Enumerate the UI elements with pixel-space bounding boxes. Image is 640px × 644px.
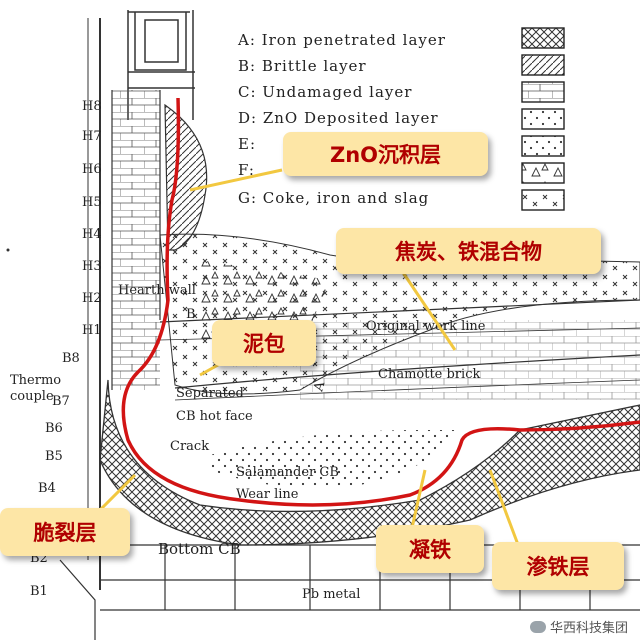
height-label: B8 (62, 351, 80, 366)
legend-swatch-brick (521, 81, 565, 103)
callout-zno-deposited: ZnO沉积层 (283, 132, 488, 176)
callout-solid-iron: 凝铁 (376, 525, 484, 573)
height-label: H1 (82, 323, 102, 338)
label-separated: Separated (176, 386, 244, 401)
height-label: H8 (82, 99, 102, 114)
label-bottom-cb: Bottom CB (158, 540, 241, 558)
legend-item-b: B: Brittle layer (238, 57, 367, 75)
label-pb-metal: Pb metal (302, 587, 360, 602)
diagram-labels: Thermo couple Hearth wall Original work … (10, 283, 486, 602)
legend-swatch-crosshatch (521, 27, 565, 49)
legend-item-c: C: Undamaged layer (238, 83, 412, 101)
height-label: H4 (82, 227, 102, 242)
callout-coke-iron-mixture: 焦炭、铁混合物 (336, 228, 601, 274)
legend-item-a: A: Iron penetrated layer (237, 31, 446, 49)
legend-swatch-diagonal (521, 54, 565, 76)
height-label: H2 (82, 291, 102, 306)
chamotte-brick-zone (300, 320, 640, 400)
legend-item-d: D: ZnO Deposited layer (238, 109, 439, 127)
label-salamander-cb: Salamander CB (236, 465, 339, 480)
label-crack: Crack (170, 439, 209, 454)
height-label: B1 (30, 584, 48, 599)
callout-brittle-layer: 脆裂层 (0, 508, 130, 556)
legend-item-f: F: (238, 161, 255, 179)
label-hearth-wall: Hearth wall (118, 283, 196, 298)
label-wear-line: Wear line (236, 487, 299, 502)
label-thermo: Thermo (10, 373, 61, 388)
label-chamotte-brick: Chamotte brick (378, 367, 480, 382)
tick-mark (6, 248, 10, 252)
label-original-work-line: Original work line (366, 319, 486, 334)
height-label: H6 (82, 162, 102, 177)
legend-item-g: G: Coke, iron and slag (238, 189, 429, 207)
solid-iron-zone (210, 430, 460, 488)
callout-mud-pocket: 泥包 (212, 320, 316, 366)
zno-bulge-layer (164, 103, 208, 251)
height-label: H5 (82, 195, 102, 210)
label-rotated-b: B (186, 307, 196, 322)
height-label: B5 (45, 449, 63, 464)
height-label: B6 (45, 421, 63, 436)
height-label: B7 (52, 394, 70, 409)
wechat-icon (529, 620, 546, 633)
legend-item-e: E: (238, 135, 256, 153)
furnace-stack-top (87, 10, 195, 590)
red-wear-line (121, 97, 640, 507)
brick-wall (112, 90, 160, 390)
watermark: 华西科技集团 (529, 617, 628, 636)
height-label: H7 (82, 129, 102, 144)
watermark-text: 华西科技集团 (549, 621, 628, 636)
legend-swatch-xmarks (521, 189, 565, 211)
height-label: B4 (38, 481, 56, 496)
legend-swatch-dots-fine (521, 135, 565, 157)
legend-swatch-dots (521, 108, 565, 130)
label-rotated-a: A (311, 379, 328, 394)
legend-swatch-triangles (521, 162, 565, 184)
label-cb-hot-face: CB hot face (176, 409, 253, 424)
callout-iron-penetrated: 渗铁层 (492, 542, 624, 590)
height-label: H3 (82, 259, 102, 274)
legend: A: Iron penetrated layer B: Brittle laye… (237, 27, 565, 211)
label-couple: couple (10, 389, 54, 404)
